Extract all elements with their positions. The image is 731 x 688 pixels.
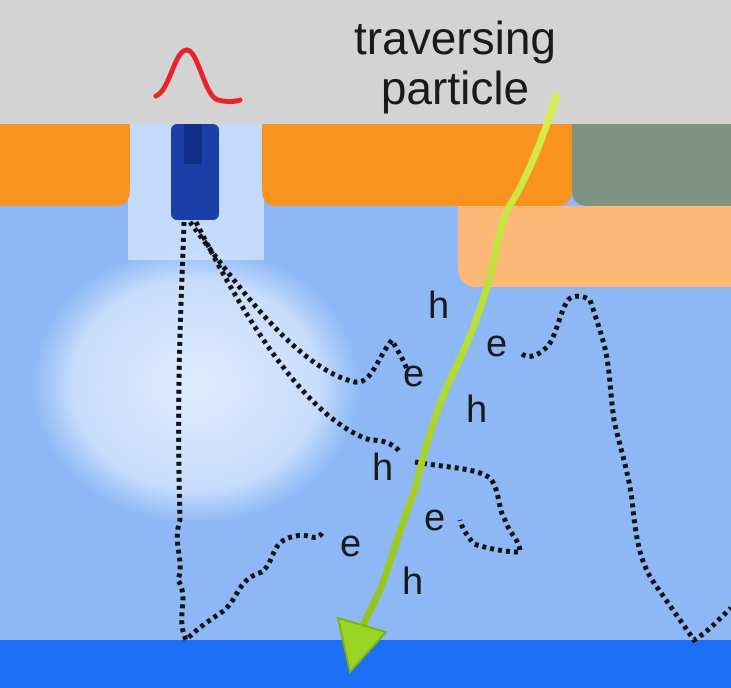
hole-label: h (466, 389, 487, 431)
hole-label: h (402, 561, 423, 603)
particle-track (348, 92, 560, 654)
depletion-region (31, 245, 361, 525)
electron-label: e (486, 323, 507, 365)
electron-label: e (340, 523, 361, 565)
hole-label: h (372, 447, 393, 489)
hole-label: h (428, 285, 449, 327)
gray-green-block (572, 124, 731, 206)
drift-path (414, 459, 523, 555)
electrode-contact (184, 124, 202, 164)
pulse-signal-icon (153, 47, 243, 104)
title-line-2: particle (381, 62, 529, 114)
center-implant (262, 124, 572, 206)
left-implant (0, 124, 130, 206)
top-band (0, 0, 731, 124)
drift-path (187, 220, 411, 385)
title-line-1: traversing (354, 12, 556, 64)
track-arrowhead (336, 616, 388, 675)
drift-path (520, 293, 731, 644)
collection-electrode (171, 124, 219, 220)
drift-path (174, 221, 327, 645)
light-orange-well (458, 206, 731, 287)
electron-label: e (403, 353, 424, 395)
electron-label: e (424, 497, 445, 539)
